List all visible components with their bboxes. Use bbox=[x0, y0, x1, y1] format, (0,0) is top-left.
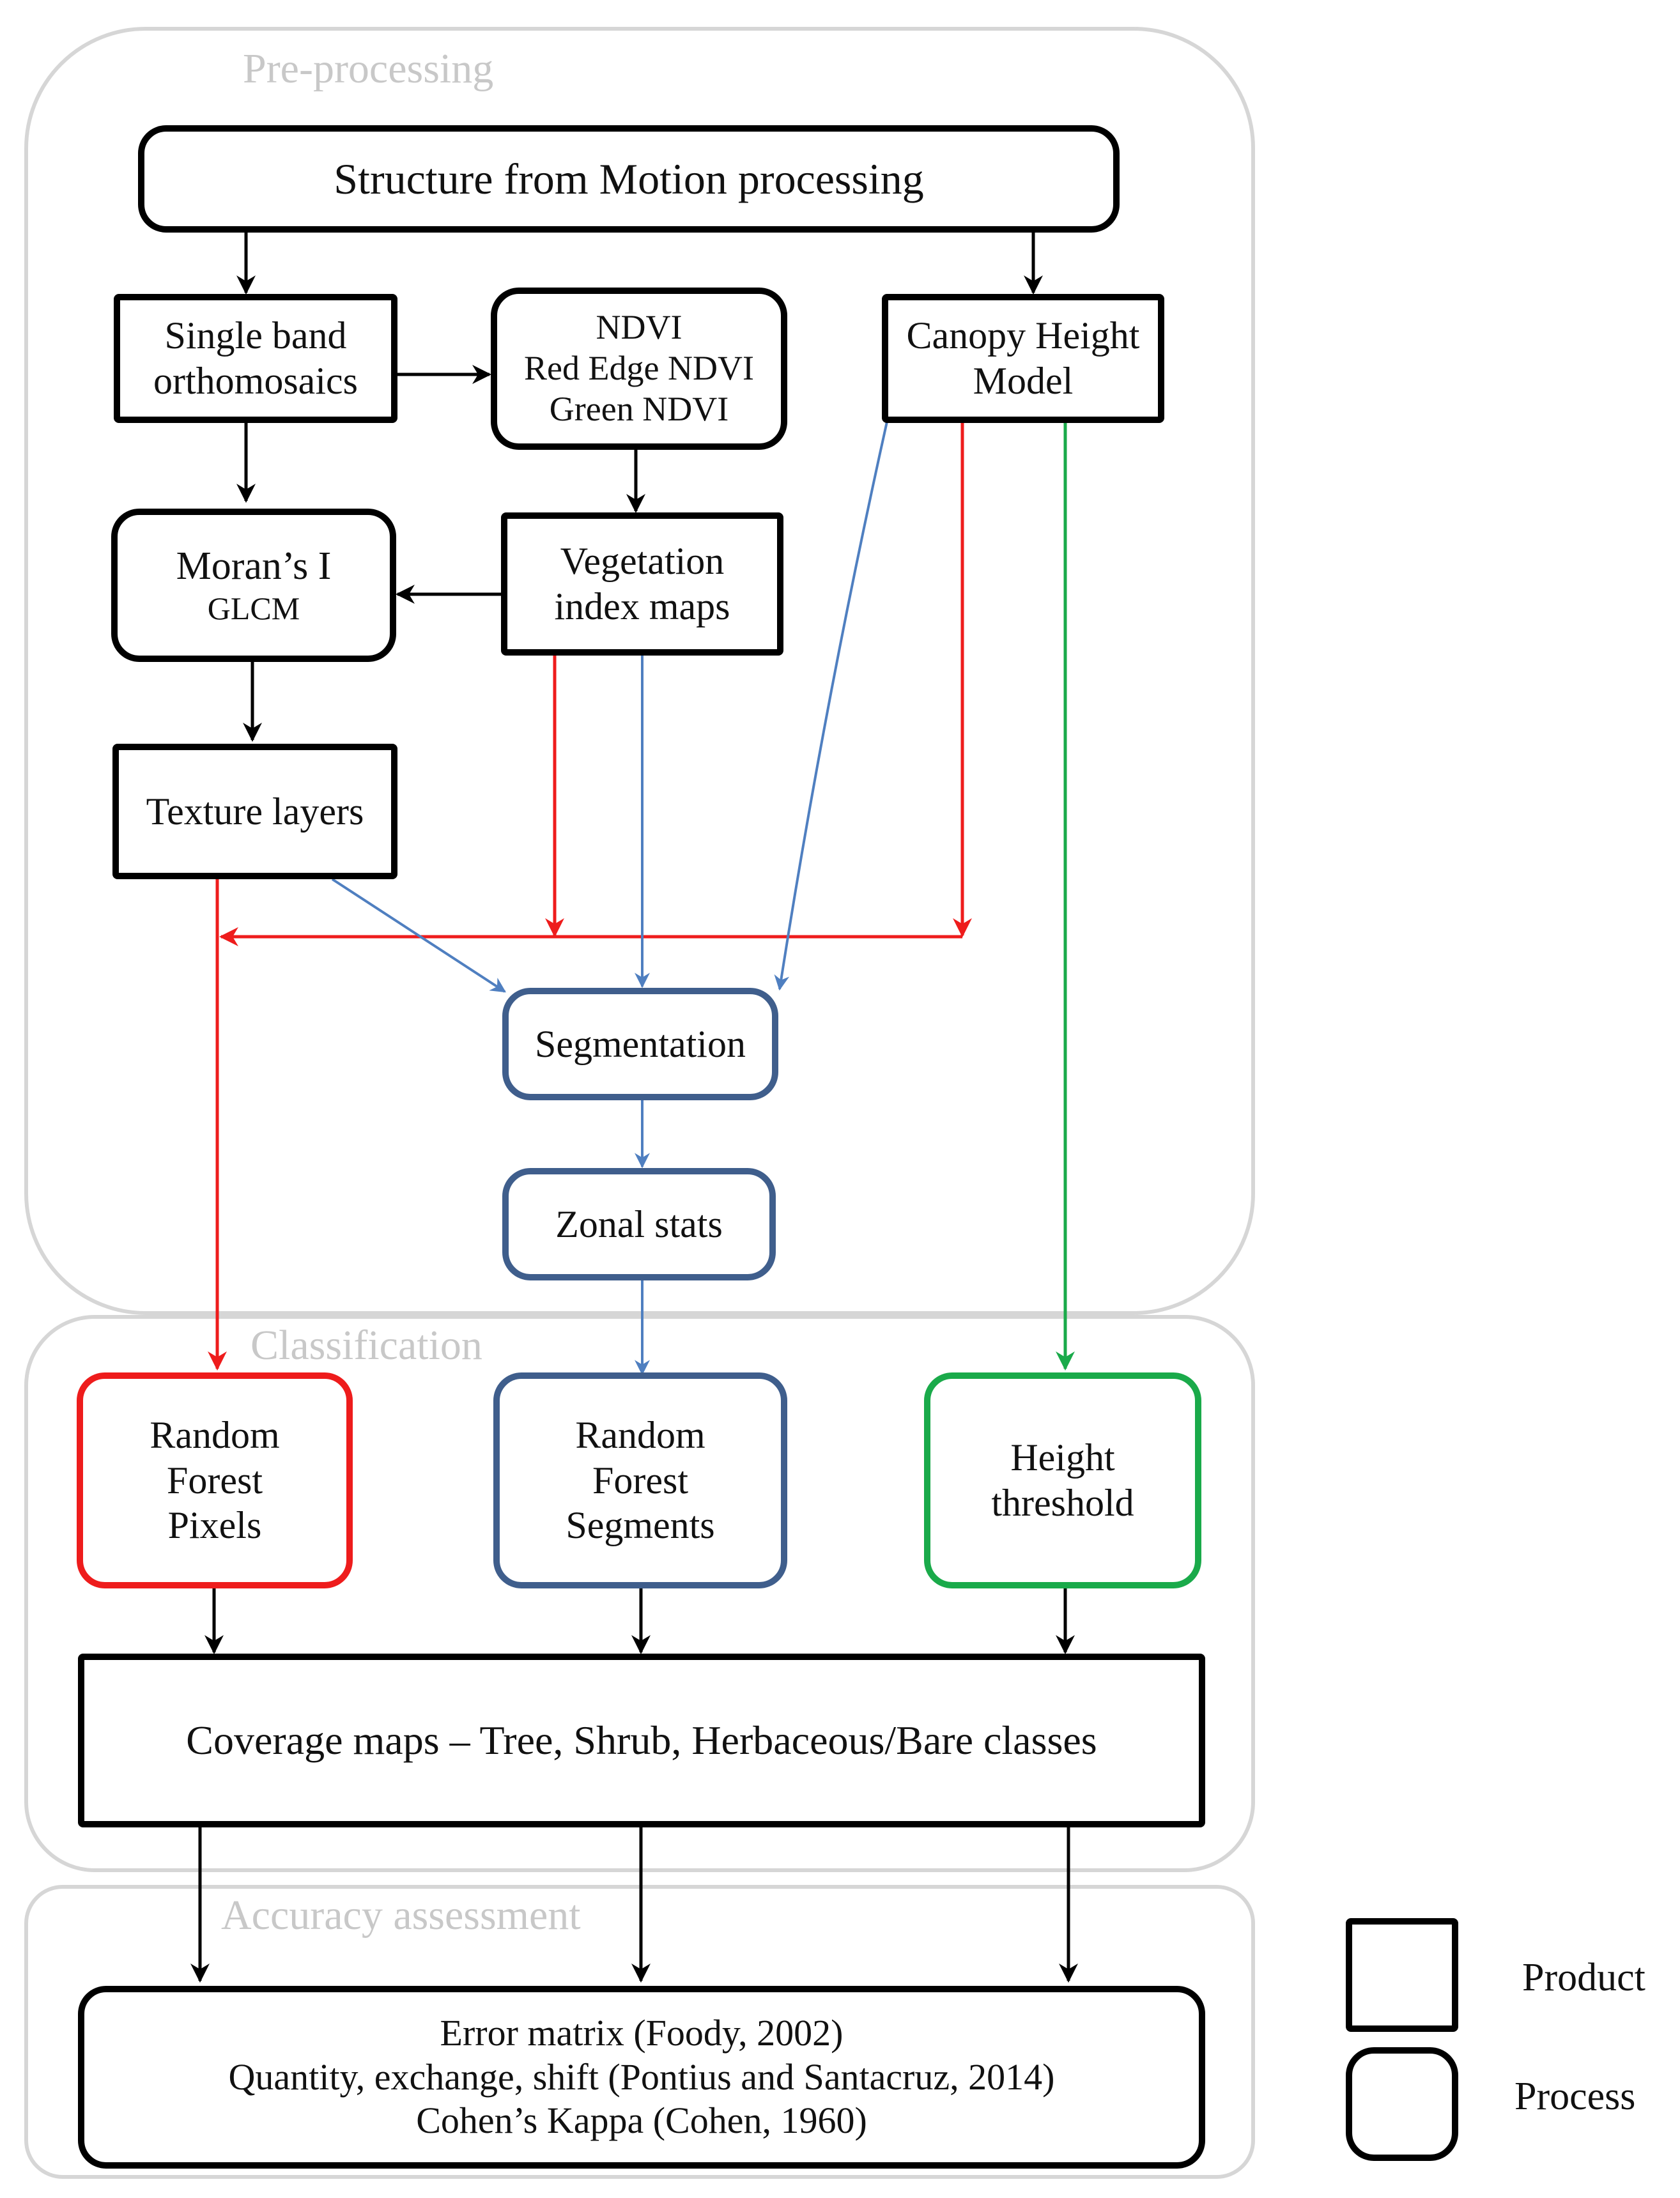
chm-label-line1: Canopy Height bbox=[906, 314, 1140, 357]
coverage-maps-node: Coverage maps – Tree, Shrub, Herbaceous/… bbox=[78, 1654, 1205, 1827]
segmentation-label: Segmentation bbox=[535, 1022, 746, 1065]
height-threshold-label-line1: Height bbox=[1010, 1436, 1115, 1479]
texture-layers-node: Texture layers bbox=[112, 744, 397, 879]
segmentation-node: Segmentation bbox=[502, 988, 778, 1100]
preprocessing-panel-title: Pre-processing bbox=[243, 45, 494, 92]
preprocessing-panel bbox=[24, 27, 1255, 1315]
error-matrix-label-line1: Error matrix (Foody, 2002) bbox=[440, 2012, 844, 2054]
blue-arrow-chm-to-segmentation bbox=[774, 421, 888, 991]
legend-product-label: Product bbox=[1522, 1956, 1645, 1999]
sfm-processing-label: Structure from Motion processing bbox=[334, 154, 924, 203]
ndvi-node: NDVI Red Edge NDVI Green NDVI bbox=[491, 288, 787, 450]
rf-segments-label-line1: Random bbox=[575, 1413, 705, 1456]
morans-glcm-node: Moran’s I GLCM bbox=[111, 509, 396, 662]
coverage-maps-label: Coverage maps – Tree, Shrub, Herbaceous/… bbox=[186, 1718, 1097, 1764]
ndvi-label-line1: NDVI bbox=[596, 308, 682, 347]
texture-layers-label: Texture layers bbox=[146, 790, 364, 833]
ndvi-label-line2: Red Edge NDVI bbox=[524, 349, 754, 388]
rf-segments-node: Random Forest Segments bbox=[493, 1372, 787, 1588]
rf-pixels-label-line3: Pixels bbox=[167, 1504, 262, 1547]
rf-pixels-label-line2: Forest bbox=[167, 1459, 263, 1502]
morans-label-line2: GLCM bbox=[207, 590, 300, 627]
error-matrix-label-line2: Quantity, exchange, shift (Pontius and S… bbox=[228, 2056, 1055, 2098]
accuracy-panel-title: Accuracy assessment bbox=[221, 1892, 581, 1939]
single-band-orthomosaics-node: Single band orthomosaics bbox=[114, 294, 397, 423]
single-band-label-line2: orthomosaics bbox=[153, 360, 358, 402]
error-matrix-label-line3: Cohen’s Kappa (Cohen, 1960) bbox=[416, 2100, 867, 2142]
zonal-stats-node: Zonal stats bbox=[502, 1168, 776, 1280]
legend-process-label: Process bbox=[1514, 2075, 1636, 2118]
height-threshold-node: Height threshold bbox=[924, 1372, 1201, 1588]
single-band-label-line1: Single band bbox=[164, 314, 347, 357]
veg-index-label-line1: Vegetation bbox=[560, 540, 725, 583]
vegetation-index-maps-node: Vegetation index maps bbox=[501, 512, 783, 656]
legend-process-swatch bbox=[1346, 2047, 1458, 2161]
veg-index-label-line2: index maps bbox=[554, 585, 730, 627]
rf-segments-label-line2: Forest bbox=[592, 1459, 688, 1502]
legend-product-swatch bbox=[1346, 1918, 1458, 2032]
zonal-stats-label: Zonal stats bbox=[555, 1203, 723, 1245]
rf-segments-label-line3: Segments bbox=[566, 1504, 715, 1547]
blue-arrow-texture-to-segmentation bbox=[331, 878, 507, 993]
ndvi-label-line3: Green NDVI bbox=[549, 389, 729, 428]
chm-label-line2: Model bbox=[973, 360, 1074, 402]
sfm-processing-node: Structure from Motion processing bbox=[138, 125, 1120, 233]
classification-panel-title: Classification bbox=[250, 1322, 482, 1369]
canopy-height-model-node: Canopy Height Model bbox=[882, 294, 1164, 423]
morans-label-line1: Moran’s I bbox=[176, 544, 332, 588]
error-matrix-node: Error matrix (Foody, 2002) Quantity, exc… bbox=[78, 1986, 1205, 2169]
rf-pixels-label-line1: Random bbox=[150, 1413, 280, 1456]
rf-pixels-node: Random Forest Pixels bbox=[77, 1372, 353, 1588]
height-threshold-label-line2: threshold bbox=[991, 1482, 1134, 1524]
